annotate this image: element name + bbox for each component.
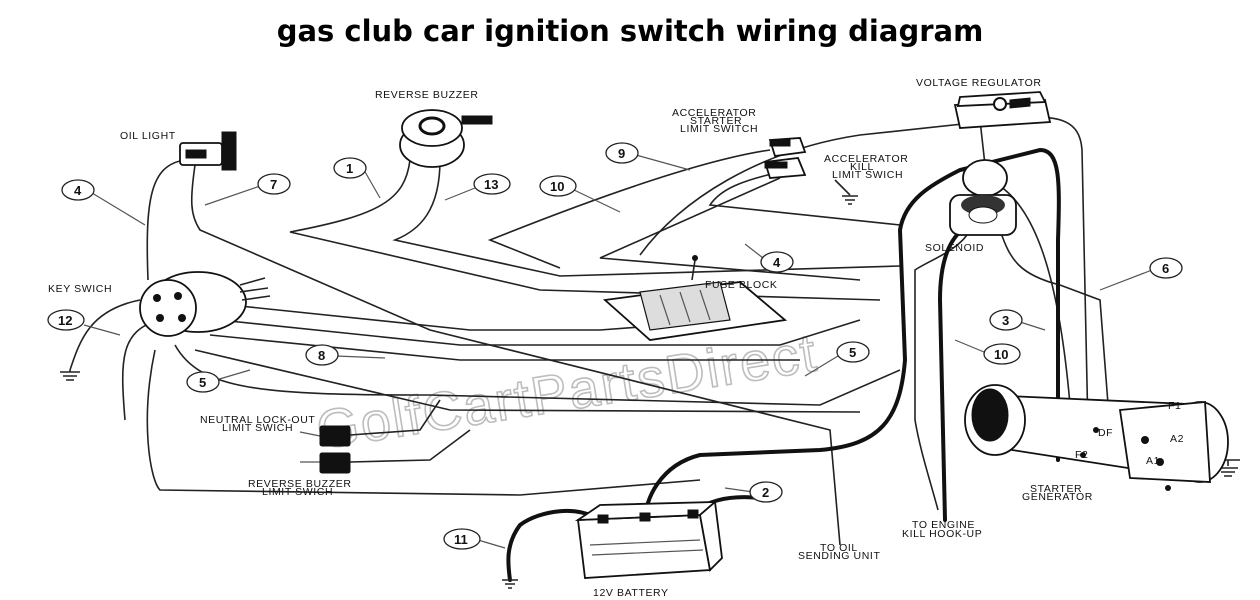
fuse-block-label: FUSE BLOCK (705, 279, 778, 291)
wire-number-11: 11 (454, 532, 468, 547)
to-engine-label-1: TO ENGINE (912, 519, 975, 531)
reverse-buzzer-limit-switch (319, 452, 351, 474)
reverse-buzzer-label: REVERSE BUZZER (375, 89, 479, 101)
to-engine-label-2: KILL HOOK-UP (902, 528, 982, 540)
wire-number-4b: 4 (773, 255, 781, 270)
voltage-regulator-label: VOLTAGE REGULATOR (916, 77, 1042, 89)
wire-number-3: 3 (1002, 313, 1009, 328)
diagram-title: gas club car ignition switch wiring diag… (276, 14, 984, 48)
wire-number-6: 6 (1162, 261, 1169, 276)
neutral-lockout-label-2: LIMIT SWICH (222, 422, 293, 434)
wire-number-5b: 5 (849, 345, 856, 360)
accel-starter-label-2: STARTER (690, 115, 742, 127)
wire-number-4a: 4 (74, 183, 82, 198)
to-oil-label-1: TO OIL (820, 542, 858, 554)
terminal-a2: A2 (1170, 433, 1184, 445)
neutral-lockout-label-1: NEUTRAL LOCK-OUT (200, 414, 315, 426)
wire-number-10a: 10 (550, 179, 564, 194)
wire-number-2: 2 (762, 485, 769, 500)
terminal-df: DF (1098, 427, 1113, 439)
key-switch-label: KEY SWICH (48, 283, 112, 295)
starter-generator (964, 384, 1229, 491)
solenoid-label: SOLENOID (925, 242, 984, 254)
accelerator-starter-limit-switch (768, 137, 807, 157)
oil-light (179, 131, 237, 171)
accel-starter-label-3: LIMIT SWITCH (680, 123, 758, 135)
battery-label: 12V BATTERY (593, 587, 669, 599)
voltage-regulator (953, 91, 1052, 129)
wire-number-10b: 10 (994, 347, 1008, 362)
accel-kill-label-2: KILL (850, 161, 874, 173)
battery (574, 500, 723, 579)
oil-light-label: OIL LIGHT (120, 130, 176, 142)
terminal-f2: F2 (1075, 449, 1088, 461)
reverse-buzzer (399, 109, 493, 168)
starter-generator-label-2: GENERATOR (1022, 491, 1093, 503)
neutral-lockout-limit-switch (319, 425, 351, 447)
reverse-buzzer-switch-label-1: REVERSE BUZZER (248, 478, 352, 490)
accel-kill-label-1: ACCELERATOR (824, 153, 908, 165)
reverse-buzzer-switch-label-2: LIMIT SWICH (262, 486, 333, 498)
terminal-a1: A1 (1146, 455, 1160, 467)
fuse-block (602, 255, 788, 341)
terminal-f1: F1 (1168, 400, 1181, 412)
wire-number-7: 7 (270, 177, 277, 192)
solenoid (949, 159, 1017, 236)
wire-number-8: 8 (318, 348, 325, 363)
accel-starter-label-1: ACCELERATOR (672, 107, 756, 119)
starter-generator-label-1: STARTER (1030, 483, 1082, 495)
wire-callouts: 1 2 3 4 4 5 5 6 7 8 9 10 (47, 142, 1183, 550)
watermark: GolfCartPartsDirect (312, 323, 821, 461)
wire-number-13: 13 (484, 177, 498, 192)
wire-number-9: 9 (618, 146, 625, 161)
wire-harness (60, 116, 1240, 589)
accel-kill-label-3: LIMIT SWICH (832, 169, 903, 181)
wire-number-1: 1 (346, 161, 353, 176)
key-switch (139, 271, 271, 337)
wire-number-5a: 5 (199, 375, 206, 390)
accelerator-kill-limit-switch (763, 157, 807, 179)
to-oil-label-2: SENDING UNIT (798, 550, 880, 562)
wire-number-12: 12 (58, 313, 72, 328)
